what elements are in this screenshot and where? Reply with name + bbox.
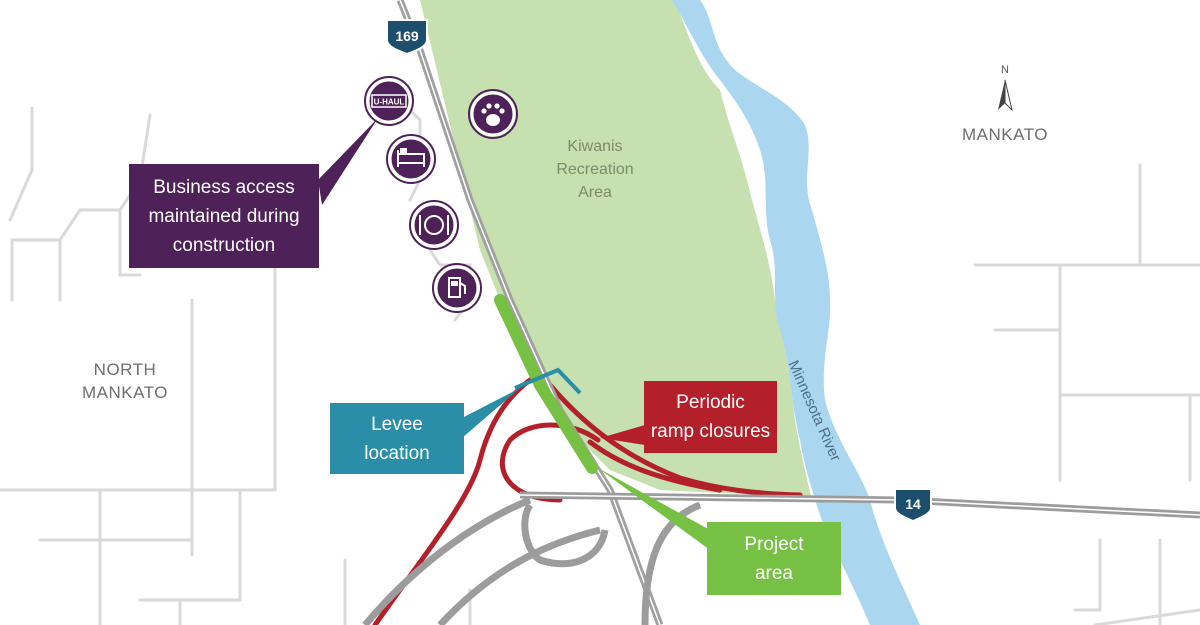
project-pointer [598, 468, 710, 550]
levee-text: Levee location [364, 413, 430, 464]
levee-pointer [462, 388, 520, 438]
north-mankato-label: NORTH MANKATO [82, 360, 168, 402]
north-label: N [1001, 64, 1009, 76]
local-streets [0, 106, 1200, 625]
shield-14-label: 14 [905, 496, 921, 512]
hotel-bed-icon [386, 134, 436, 184]
mankato-label: MANKATO [962, 125, 1048, 144]
uhaul-icon: U-HAUL [364, 76, 414, 126]
business-access-text: Business access maintained during constr… [148, 176, 300, 256]
levee-line [514, 367, 582, 395]
business-access-callout: Business access maintained during constr… [129, 164, 319, 268]
restaurant-plate-icon [409, 200, 459, 250]
project-area-callout: Project area [707, 522, 841, 595]
park-label: Kiwanis Recreation Area [556, 138, 634, 201]
minnesota-river [672, 0, 920, 625]
shield-14: 14 [894, 488, 932, 523]
shield-169-label: 169 [395, 28, 419, 44]
shield-169: 169 [386, 19, 428, 56]
kiwanis-park [420, 0, 812, 500]
ramp-closures-text: Periodic ramp closures [650, 392, 771, 442]
project-area-segment [494, 294, 598, 474]
gas-pump-icon [432, 263, 482, 313]
levee-callout: Levee location [330, 403, 464, 474]
project-area-text: Project area [744, 533, 804, 584]
paw-icon [468, 89, 518, 139]
uhaul-logo-text: U-HAUL [374, 98, 405, 107]
ramp-pointer [600, 425, 645, 445]
north-arrow-icon [998, 79, 1013, 112]
ramp-closures-callout: Periodic ramp closures [644, 381, 777, 453]
business-pointer [318, 118, 378, 205]
